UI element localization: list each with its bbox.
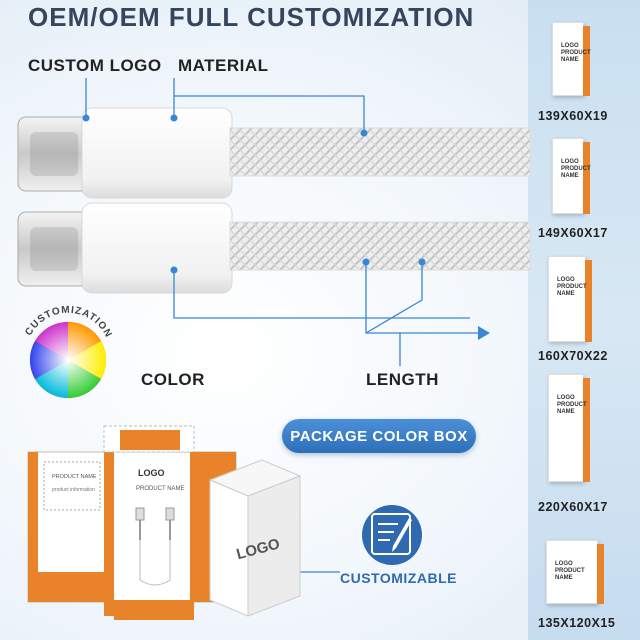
flat-box-logo: LOGO [138, 468, 165, 478]
flat-box-product-name: PRODUCT NAME [52, 474, 97, 480]
flat-box-product-info: product information [52, 487, 95, 493]
size-label-2: 149X60X17 [538, 226, 608, 240]
box-dieline [27, 425, 237, 620]
size-label-4: 220X60X17 [538, 500, 608, 514]
page-title: OEM/OEM FULL CUSTOMIZATION [28, 2, 475, 32]
flat-box-product-name-2: PRODUCT NAME [136, 486, 185, 492]
size-label-5: 135X120X15 [538, 616, 616, 630]
color-wheel [29, 321, 107, 399]
custom-logo-label: CUSTOM LOGO [28, 56, 162, 75]
customizable-label: CUSTOMIZABLE [340, 570, 457, 586]
color-label: COLOR [141, 370, 205, 389]
size-label-1: 139X60X19 [538, 109, 608, 123]
edit-icon [362, 505, 422, 565]
package-color-box-button[interactable]: PACKAGE COLOR BOX [282, 419, 476, 453]
length-label: LENGTH [366, 370, 439, 389]
cable-top [17, 107, 531, 199]
material-label: MATERIAL [178, 56, 269, 75]
white-box-3d [208, 459, 302, 617]
cable-bottom [17, 202, 531, 294]
size-label-3: 160X70X22 [538, 349, 608, 363]
